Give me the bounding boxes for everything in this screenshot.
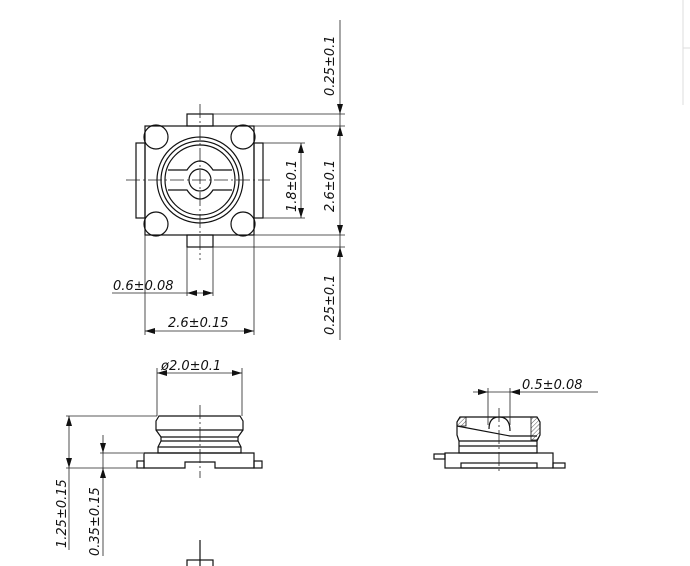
dim-pin: 0.5±0.08 bbox=[522, 378, 583, 393]
dim-body-width: 2.6±0.15 bbox=[168, 316, 229, 331]
section-view: 0.5±0.08 bbox=[433, 378, 598, 474]
corner-hole bbox=[143, 211, 169, 237]
corner-hole bbox=[143, 124, 169, 150]
pin-head bbox=[488, 416, 511, 432]
dim-pad-height: 1.8±0.1 bbox=[285, 160, 300, 212]
corner-hole bbox=[230, 211, 256, 237]
spring-edge bbox=[456, 425, 537, 437]
dim-top-tab: 0.25±0.1 bbox=[323, 35, 338, 96]
base bbox=[143, 452, 255, 469]
right-pad bbox=[253, 142, 264, 219]
dim-base-height: 0.35±0.15 bbox=[88, 487, 103, 556]
dim-diameter: ø2.0±0.1 bbox=[160, 359, 221, 374]
left-pad bbox=[135, 142, 146, 219]
left-lead bbox=[136, 460, 145, 469]
side-view: ø2.0±0.1 1.25±0.15 0.35±0.15 bbox=[55, 359, 263, 566]
frame-edge bbox=[682, 0, 690, 105]
section-body bbox=[456, 416, 541, 454]
corner-hole bbox=[230, 124, 256, 150]
top-view: 0.25±0.1 2.6±0.1 1.8±0.1 0.25±0.1 0.6±0.… bbox=[112, 20, 345, 340]
dim-body-height: 2.6±0.1 bbox=[323, 160, 338, 212]
right-lead bbox=[253, 460, 263, 469]
dim-total-height: 1.25±0.15 bbox=[55, 479, 70, 548]
dim-bottom-tab: 0.25±0.1 bbox=[323, 274, 338, 335]
dim-tab-width: 0.6±0.08 bbox=[113, 279, 174, 294]
